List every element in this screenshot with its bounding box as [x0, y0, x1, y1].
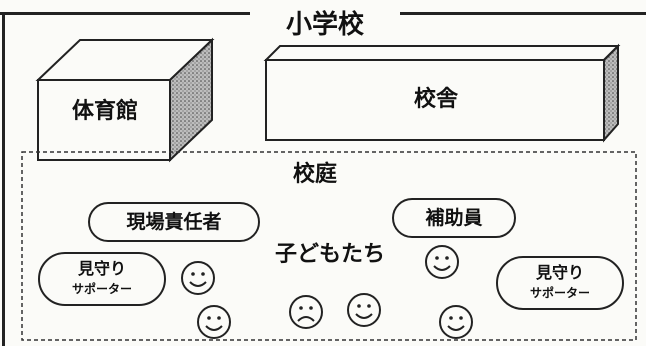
- watch-supporter-badge-left: 見守り サポーター: [38, 252, 166, 306]
- gym-label: 体育館: [71, 99, 138, 124]
- smiley-face-icon: [197, 305, 231, 339]
- assistant-badge: 補助員: [392, 198, 516, 238]
- school-boundary-left: [2, 12, 5, 346]
- children-label: 子どもたち: [274, 242, 385, 267]
- smiley-face-icon: [181, 261, 215, 295]
- school-yard-area: [21, 151, 637, 341]
- site-leader-badge: 現場責任者: [88, 202, 260, 242]
- watch-supporter-line2: サポーター: [529, 286, 590, 300]
- sad-face-icon: [289, 295, 323, 329]
- page-title: 小学校: [250, 6, 400, 44]
- school-building-label: 校舎: [413, 87, 458, 112]
- watch-supporter-line1: 見守り: [77, 259, 126, 278]
- watch-supporter-badge-right: 見守り サポーター: [496, 256, 624, 310]
- gym-building: [35, 37, 215, 163]
- watch-supporter-line1: 見守り: [535, 263, 584, 282]
- smiley-face-icon: [347, 293, 381, 327]
- smiley-face-icon: [425, 245, 459, 279]
- smiley-face-icon: [439, 305, 473, 339]
- watch-supporter-line2: サポーター: [71, 282, 132, 296]
- school-yard-label: 校庭: [292, 162, 337, 187]
- school-building: [263, 43, 621, 143]
